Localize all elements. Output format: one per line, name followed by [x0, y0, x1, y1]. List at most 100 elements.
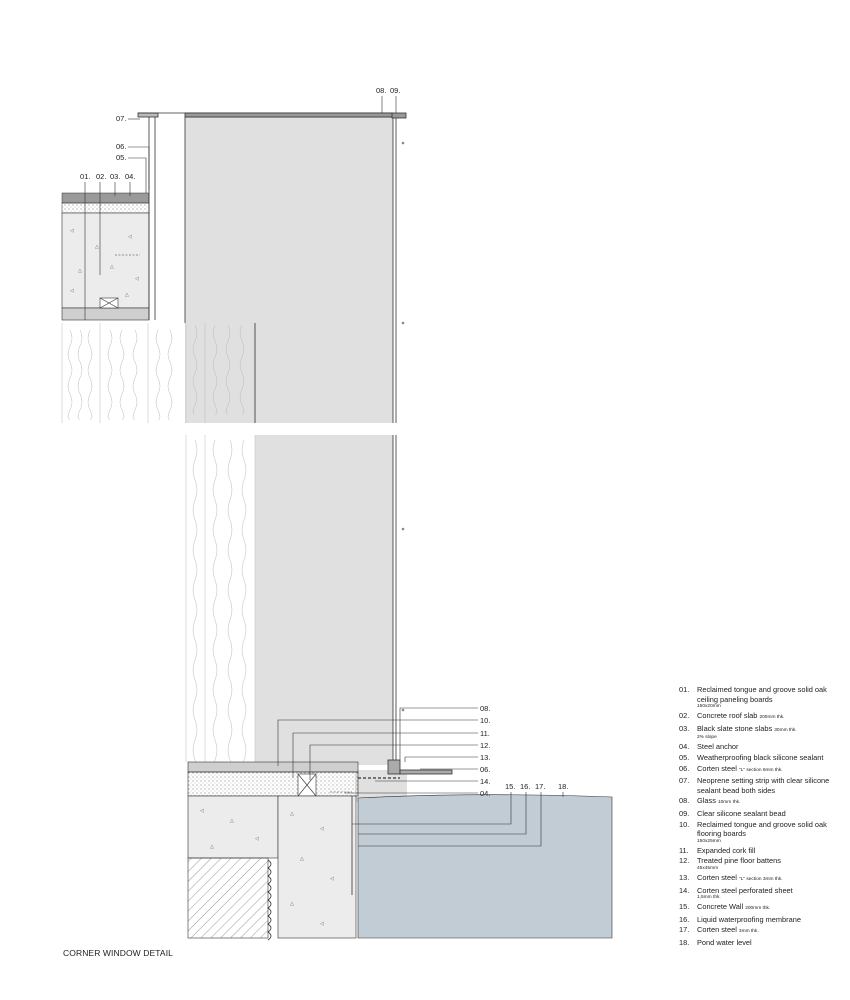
- legend-description: Black slate stone slabs: [697, 723, 773, 733]
- legend-text: Glass 10mm thk.: [697, 796, 849, 808]
- legend-item: 06.Corten steel "L" section 6mm thk.: [679, 764, 849, 776]
- legend-item: 10. Reclaimed tongue and groove solid oak…: [679, 820, 849, 845]
- callout-17: 17.: [535, 782, 545, 791]
- legend-text: Concrete Wall 200mm thk.: [697, 902, 849, 914]
- svg-text:◁: ◁: [200, 808, 204, 814]
- svg-text:△: △: [210, 844, 214, 850]
- legend-text: Concrete roof slab 200mm thk.: [697, 711, 849, 723]
- legend-number: 12.: [679, 856, 690, 866]
- materials-legend: 01. Reclaimed tongue and groove solid oak…: [679, 685, 849, 948]
- callout-04: 04.: [480, 789, 490, 798]
- legend-item: 05. Weatherproofing black silicone sealan…: [679, 753, 849, 763]
- callout-05: 05.: [116, 153, 126, 162]
- svg-text:△: △: [290, 901, 294, 907]
- legend-item: 13. Corten steel "L" section 3mm thk.: [679, 873, 849, 885]
- legend-item: 01. Reclaimed tongue and groove solid oak…: [679, 685, 849, 710]
- legend-description: Concrete roof slab: [697, 711, 758, 721]
- corten-base: [358, 759, 453, 779]
- legend-text: Reclaimed tongue and groove solid oak fl…: [697, 820, 849, 845]
- legend-subnote: 1,5mm thk.: [697, 895, 721, 901]
- legend-number: 06.: [679, 763, 690, 773]
- legend-description: Corten steel: [697, 925, 737, 935]
- legend-number: 17.: [679, 925, 690, 935]
- callout-10: 10.: [480, 716, 490, 725]
- legend-number: 01.: [679, 685, 690, 694]
- svg-text:◁: ◁: [330, 876, 334, 882]
- legend-description: Liquid waterproofing membrane: [697, 914, 801, 924]
- callout-11: 11.: [480, 729, 490, 738]
- legend-description: Reclaimed tongue and groove solid oak ce…: [697, 685, 827, 704]
- roof-slab: ◁△◁ △◁△ ◁△: [61, 192, 150, 321]
- svg-text:△: △: [125, 292, 129, 298]
- legend-number: 15.: [679, 902, 690, 912]
- legend-description: Treated pine floor battens: [697, 856, 781, 866]
- legend-text: Neoprene setting strip with clear silico…: [697, 776, 849, 795]
- svg-text:△: △: [95, 244, 99, 250]
- legend-number: 14.: [679, 885, 690, 895]
- legend-description: Reclaimed tongue and groove solid oak fl…: [697, 819, 827, 839]
- legend-item: 11.Expanded cork fill: [679, 846, 849, 856]
- svg-text:◁: ◁: [255, 836, 259, 842]
- legend-text: Expanded cork fill: [697, 846, 849, 856]
- callout-01: 01.: [80, 172, 90, 181]
- legend-item: 02. Concrete roof slab 200mm thk.: [679, 711, 849, 723]
- callout-09-top: 09.: [390, 86, 400, 95]
- legend-description: Concrete Wall: [697, 902, 744, 912]
- svg-text:△: △: [78, 268, 82, 274]
- legend-number: 05.: [679, 752, 690, 762]
- callout-15: 15.: [505, 782, 515, 791]
- legend-subnote: 45x45mm: [697, 865, 719, 871]
- legend-description: Glass: [697, 796, 716, 806]
- svg-text:◁: ◁: [70, 288, 74, 294]
- legend-description: Pond water level: [697, 937, 752, 947]
- legend-description: Steel anchor: [697, 742, 739, 752]
- callout-18: 18.: [558, 782, 568, 791]
- legend-number: 10.: [679, 819, 690, 829]
- legend-item: 17. Corten steel 3mm thk.: [679, 925, 849, 937]
- legend-description: Expanded cork fill: [697, 845, 756, 855]
- legend-description: Weatherproofing black silicone sealant: [697, 752, 824, 762]
- legend-text: Liquid waterproofing membrane: [697, 915, 849, 925]
- legend-text: Corten steel "L" section 3mm thk.: [697, 873, 849, 885]
- callout-08: 08.: [480, 704, 490, 713]
- svg-text:△: △: [110, 264, 114, 270]
- callout-03: 03.: [110, 172, 120, 181]
- svg-text:◁: ◁: [320, 826, 324, 832]
- callout-12: 12.: [480, 741, 490, 750]
- svg-text:△: △: [290, 811, 294, 817]
- svg-text:◁: ◁: [320, 921, 324, 927]
- callout-04-top: 04.: [125, 172, 135, 181]
- legend-dimension: 30mm thk.: [774, 727, 797, 733]
- legend-description: Neoprene setting strip with clear silico…: [697, 776, 830, 795]
- svg-text:◁: ◁: [70, 228, 74, 234]
- callout-06: 06.: [480, 765, 490, 774]
- legend-number: 07.: [679, 776, 690, 786]
- legend-subnote: 150x25mm: [697, 838, 721, 844]
- callout-06-top: 06.: [116, 142, 126, 151]
- floor-buildup: ◁ △ ◁ △ ◁ △ ◁ △ ◁ △: [187, 761, 359, 941]
- callout-13: 13.: [480, 753, 490, 762]
- leader-lines: [84, 96, 564, 847]
- callout-02: 02.: [96, 172, 106, 181]
- legend-dimension: 200mm thk.: [759, 715, 785, 721]
- legend-number: 02.: [679, 711, 690, 721]
- legend-number: 18.: [679, 937, 690, 947]
- legend-text: Reclaimed tongue and groove solid oak ce…: [697, 685, 849, 710]
- callout-08-top: 08.: [376, 86, 386, 95]
- legend-number: 13.: [679, 872, 690, 882]
- legend-item: 03.Black slate stone slabs 30mm thk.2% s…: [679, 724, 849, 742]
- callout-16: 16.: [520, 782, 530, 791]
- legend-number: 08.: [679, 796, 690, 806]
- legend-description: Corten steel perforated sheet: [697, 885, 793, 895]
- legend-item: 15. Concrete Wall 200mm thk.: [679, 902, 849, 914]
- svg-text:△: △: [300, 856, 304, 862]
- callout-14: 14.: [480, 777, 490, 786]
- legend-dimension: 3mm thk.: [738, 929, 759, 935]
- legend-subnote: 150x20mm: [697, 704, 721, 710]
- svg-text:△: △: [230, 818, 234, 824]
- legend-dimension: "L" section 3mm thk.: [738, 876, 783, 882]
- legend-item: 04.Steel anchor: [679, 742, 849, 752]
- legend-number: 16.: [679, 914, 690, 924]
